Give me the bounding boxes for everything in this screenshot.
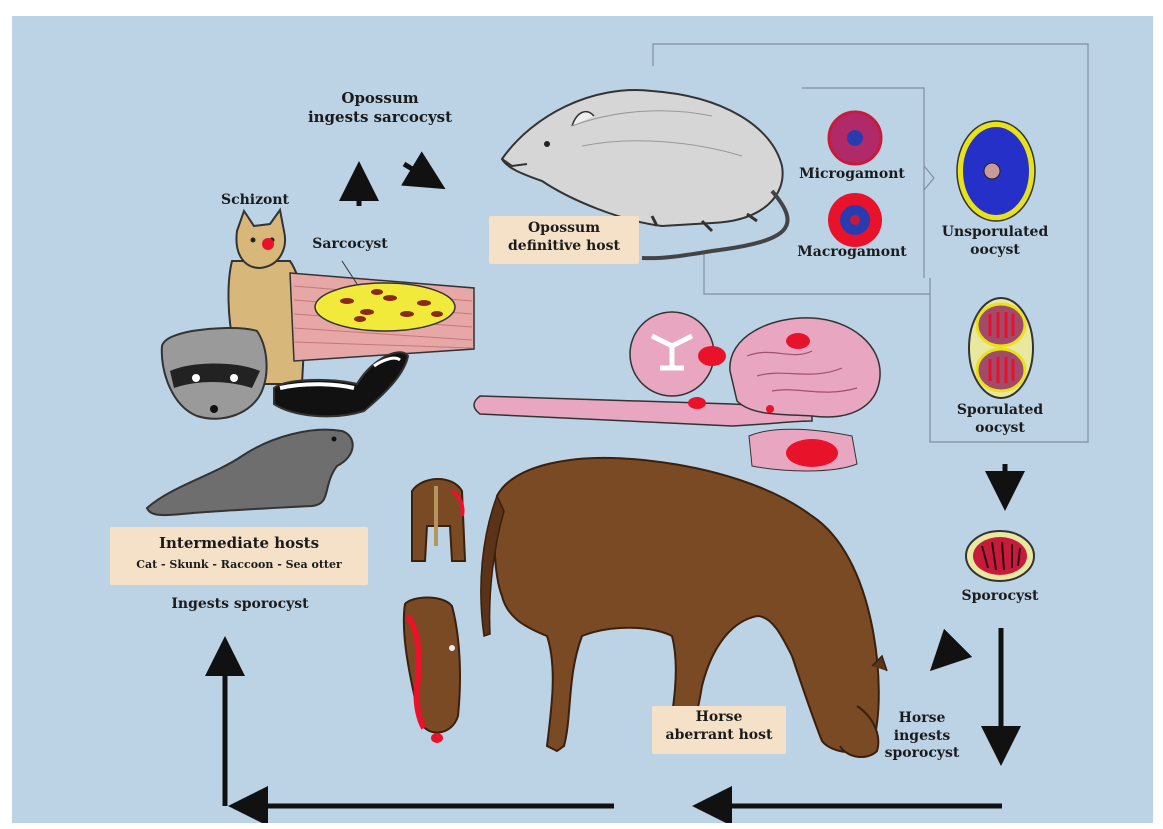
opossum-host-line1: Opossum	[489, 220, 639, 238]
sporulated-oocyst-label: Sporulated oocyst	[940, 402, 1060, 437]
opossum-host-line2: definitive host	[489, 238, 639, 256]
opossum-ingests-line1: Opossum	[295, 89, 465, 108]
horse-host-line2: aberrant host	[652, 727, 786, 745]
spinal-cord-brain	[474, 312, 880, 471]
microgamont-label: Microgamont	[782, 166, 922, 184]
macrogamont-label: Macrogamont	[782, 244, 922, 262]
intermediate-hosts-title: Intermediate hosts	[110, 534, 368, 553]
sporulated-line1: Sporulated	[940, 402, 1060, 420]
sarcocyst-label: Sarcocyst	[305, 236, 395, 254]
horse-hindquarters-illustration	[412, 479, 465, 561]
life-cycle-diagram: Opossum ingests sarcocyst Schizont Sarco…	[12, 16, 1153, 823]
sporulated-oocyst	[969, 298, 1033, 398]
horse-ingests-line2: ingests	[872, 728, 972, 746]
opossum-ingests-line2: ingests sarcocyst	[295, 108, 465, 127]
horse-ingests-label: Horse ingests sporocyst	[872, 710, 972, 763]
muscle-tissue	[290, 261, 474, 361]
opossum-host-label: Opossum definitive host	[489, 220, 639, 255]
sarcocyst-cyst	[315, 283, 455, 331]
unsporulated-line2: oocyst	[930, 242, 1060, 260]
schizont-label: Schizont	[215, 192, 295, 210]
sporocyst	[966, 531, 1034, 581]
unsporulated-oocyst-label: Unsporulated oocyst	[930, 224, 1060, 259]
arrow-to-opossum	[404, 164, 437, 184]
raccoon-illustration	[162, 328, 267, 419]
opossum-ingests-label: Opossum ingests sarcocyst	[295, 89, 465, 127]
horse-ingests-line1: Horse	[872, 710, 972, 728]
sporulated-line2: oocyst	[940, 420, 1060, 438]
arrow-to-horse	[937, 644, 957, 664]
ingests-sporocyst-label: Ingests sporocyst	[145, 596, 335, 614]
microgamont-cell	[829, 112, 881, 164]
horse-head-illustration	[404, 598, 460, 744]
unsporulated-line1: Unsporulated	[930, 224, 1060, 242]
horse-host-line1: Horse	[652, 709, 786, 727]
intermediate-hosts-list: Cat - Skunk - Raccoon - Sea otter	[110, 558, 368, 572]
sea-otter-illustration	[147, 430, 353, 515]
sporocyst-label: Sporocyst	[945, 588, 1055, 606]
unsporulated-oocyst	[957, 121, 1035, 221]
horse-host-label: Horse aberrant host	[652, 709, 786, 744]
macrogamont-cell	[828, 193, 882, 247]
horse-ingests-line3: sporocyst	[872, 745, 972, 763]
